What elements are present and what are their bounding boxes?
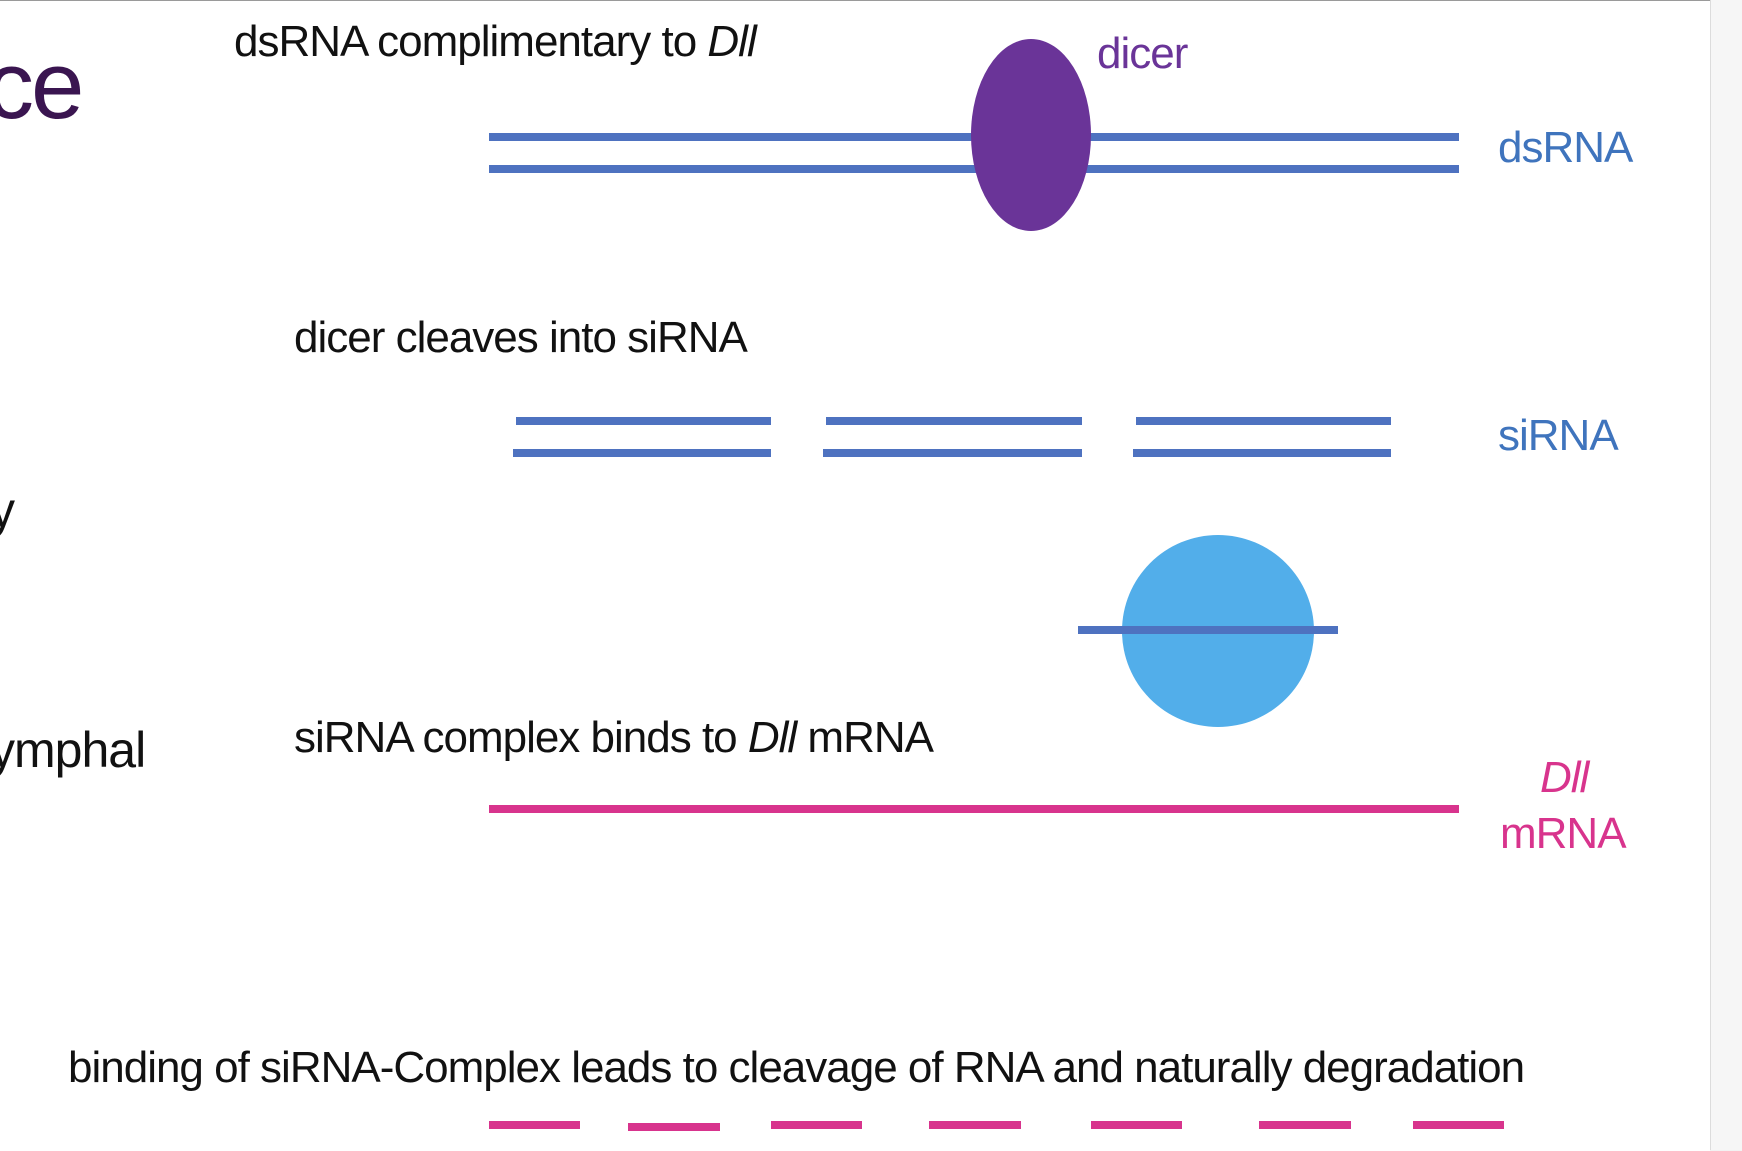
dicer-enzyme <box>971 39 1091 231</box>
degraded-mrna-fragments <box>489 1121 1504 1131</box>
sirna-fragment-1 <box>513 417 771 457</box>
left-text-fragment-2: ymphal <box>0 722 146 778</box>
slide-title-fragment: ce <box>0 32 84 139</box>
step3-caption-suffix: mRNA <box>796 713 934 762</box>
step3-caption-text: siRNA complex binds to <box>294 713 748 762</box>
step1-caption-text: dsRNA complimentary to <box>234 17 708 66</box>
mrna-label: mRNA <box>1500 809 1627 858</box>
step3-caption-gene: Dll <box>747 713 797 762</box>
step1-caption-gene: Dll <box>707 17 756 66</box>
dsrna-label: dsRNA <box>1498 123 1633 172</box>
mrna-gene-label: Dll <box>1540 753 1589 802</box>
sirna-fragment-2 <box>823 417 1082 457</box>
vertical-scrollbar[interactable] <box>1710 0 1742 1150</box>
dicer-label: dicer <box>1097 29 1188 78</box>
left-text-fragment-1: y <box>0 482 15 538</box>
sirna-fragment-3 <box>1133 417 1391 457</box>
step4-caption: binding of siRNA-Complex leads to cleava… <box>68 1043 1525 1092</box>
sirna-label: siRNA <box>1498 411 1619 460</box>
step2-caption: dicer cleaves into siRNA <box>294 313 748 362</box>
step1-caption: dsRNA complimentary to Dll <box>234 17 757 67</box>
step3-caption: siRNA complex binds to Dll mRNA <box>294 713 934 763</box>
